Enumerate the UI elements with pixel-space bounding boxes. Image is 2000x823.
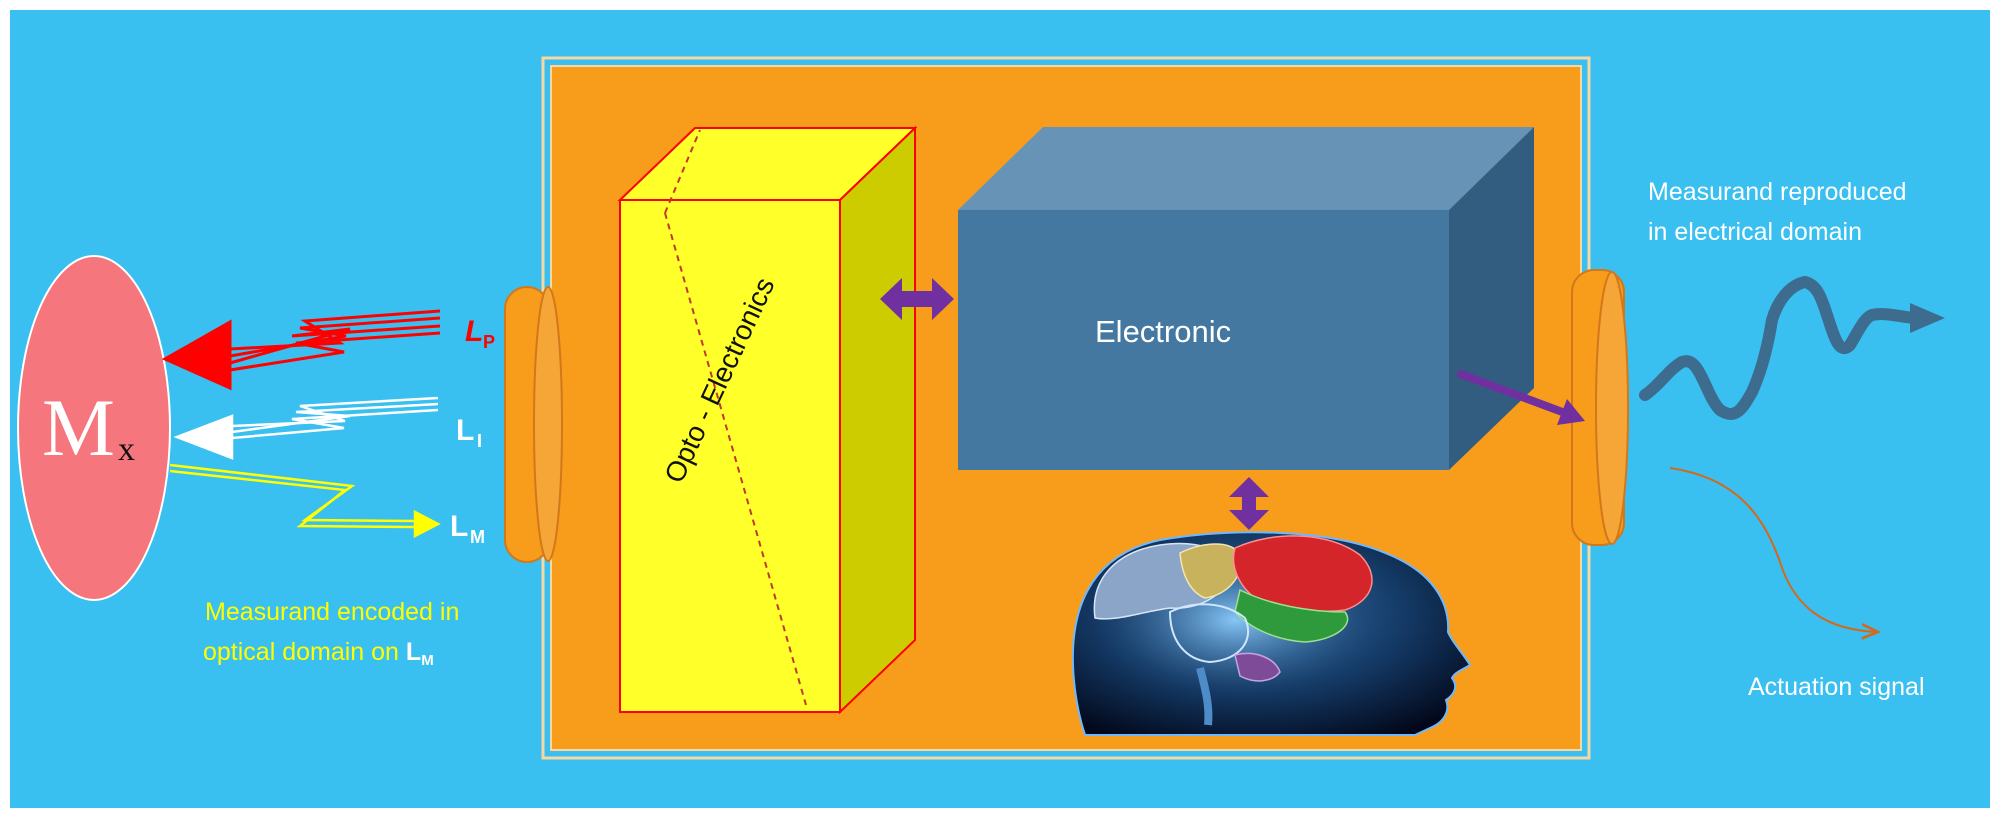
reproduced-caption-line2: in electrical domain	[1648, 218, 1862, 246]
reproduced-caption: Measurand reproduced in electrical domai…	[1648, 178, 1907, 246]
opto-electronics-block: Opto - Electronics	[617, 125, 918, 715]
actuation-caption: Actuation signal	[1748, 673, 1925, 701]
encoded-caption: Measurand encoded in optical domain on L…	[203, 598, 459, 669]
measurand-symbol: M	[42, 382, 115, 473]
probe-label: L P	[465, 315, 495, 352]
modulated-letter: L	[450, 510, 468, 543]
encoded-caption-line2: optical domain on LM	[203, 638, 434, 669]
output-waveform	[1639, 276, 1945, 420]
illumination-subscript: I	[477, 431, 482, 451]
illumination-arrowhead	[173, 414, 234, 460]
input-port	[504, 286, 563, 563]
electronic-to-port-arrow	[1456, 369, 1585, 425]
output-port	[1571, 269, 1629, 546]
electronic-label: Electronic	[1095, 314, 1231, 349]
opto-to-electronic-arrow	[880, 278, 954, 320]
actuation-arrow	[1669, 467, 1878, 632]
illumination-label: L I	[456, 414, 482, 451]
illumination-letter: L	[456, 414, 474, 447]
probe-beam	[161, 309, 441, 391]
electronic-block: Electronic	[958, 127, 1534, 470]
encoded-caption-line1: Measurand encoded in	[205, 598, 459, 626]
measurand-subscript: x	[118, 431, 135, 468]
measurand-node: M x	[17, 255, 171, 601]
modulated-arrowhead	[413, 509, 441, 539]
modulated-beam	[169, 463, 441, 539]
modulated-subscript: M	[470, 527, 485, 547]
electronic-to-brain-arrow	[1229, 477, 1269, 530]
measurand-ellipse	[17, 255, 171, 601]
probe-subscript: P	[483, 332, 495, 352]
modulated-label: L M	[450, 510, 485, 547]
probe-arrowhead	[161, 319, 232, 391]
reproduced-caption-line1: Measurand reproduced	[1648, 178, 1907, 206]
brain-head-icon	[1071, 531, 1472, 736]
probe-letter: L	[465, 315, 483, 348]
illumination-beam	[173, 396, 439, 460]
